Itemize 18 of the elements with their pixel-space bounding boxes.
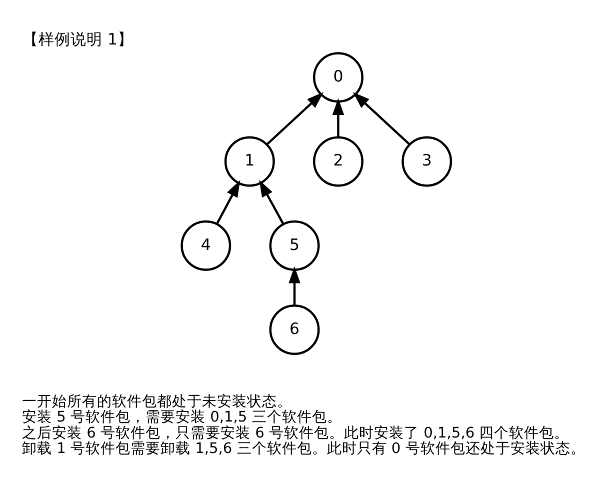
node-circle: 4: [180, 220, 232, 271]
node-circle: 5: [269, 220, 320, 271]
node-circle: 2: [313, 136, 364, 187]
arrow: [352, 92, 410, 146]
label: 安装 5 号软件包，需要安装 0,1,5 三个软件包。: [22, 408, 342, 426]
node-circle: 1: [224, 136, 275, 187]
arrow: [288, 266, 300, 306]
label: 一开始所有的软件包都处于未安装状态。: [22, 392, 292, 410]
node-circle: 3: [402, 136, 452, 187]
node-circle: 0: [313, 52, 364, 103]
label: 卸载 1 号软件包需要卸载 1,5,6 三个软件包。此时只有 0 号软件包还处于安装状态。: [22, 440, 586, 457]
label: 之后安装 6 号软件包，只需要安装 6 号软件包。此时安装了 0,1,5,6 四个软件包。: [22, 424, 570, 442]
arrow: [216, 180, 240, 224]
arrow: [259, 180, 284, 224]
diagram-title: 【样例说明 1】: [22, 30, 134, 49]
arrow: [266, 92, 324, 146]
node-circle: 6: [269, 304, 320, 355]
arrow: [332, 98, 344, 138]
